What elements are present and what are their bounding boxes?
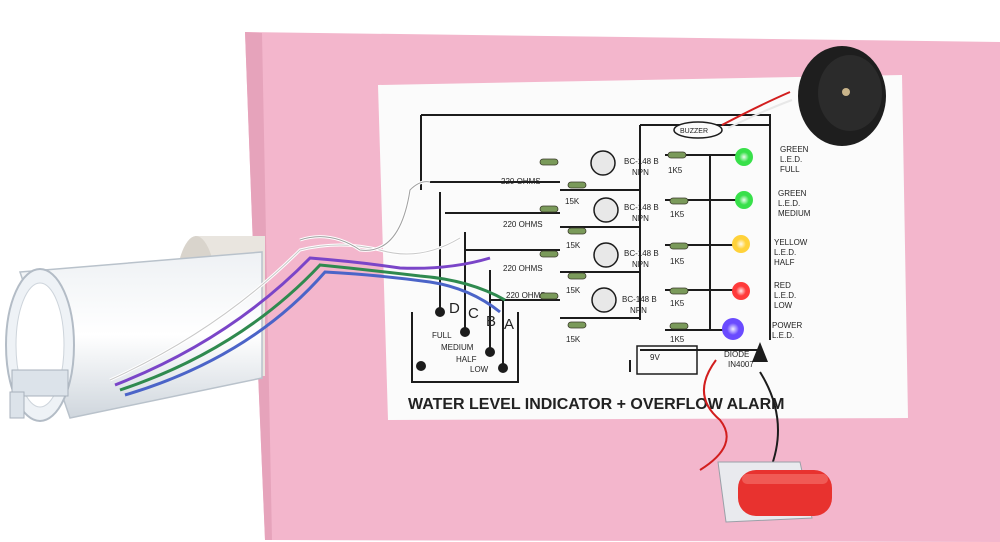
level-label-medium: MEDIUM [441,343,474,352]
transistor-part-3: BC-148 B [624,249,659,258]
level-label-full: FULL [432,331,452,340]
probe-label-a: A [504,316,514,333]
diode-symbol [752,342,768,362]
leds [722,148,753,340]
transistor-type-4: NPN [630,306,647,315]
led-label-4-line2: L.E.D. [774,291,796,300]
schematic-paper: D C B A FULL MEDIUM HALF LOW 220 OHMS 22… [378,75,908,420]
battery-red-wire [699,359,728,471]
led-label-5-line1: POWER [772,321,802,330]
battery-device [717,461,832,523]
level-label-half: HALF [456,355,477,364]
diode-part-label: IN4007 [728,360,754,369]
transistors [590,150,619,313]
led-label-4-line3: LOW [774,301,793,310]
resistor-15k-label-1: 15K [565,197,580,206]
resistor-15k-label-3: 15K [566,286,581,295]
resistors [539,151,689,330]
led-label-5-line2: L.E.D. [772,331,794,340]
transistor-part-1: BC-148 B [624,157,659,166]
resistor-1k5-label-4: 1K5 [670,299,685,308]
resistor-220-label-1: 220 OHMS [501,177,541,186]
transistor-part-4: BC-148 B [622,295,657,304]
probe-label-c: C [468,305,479,322]
transistor-type-1: NPN [632,168,649,177]
transistor-type-3: NPN [632,260,649,269]
led-label-3-line3: HALF [774,258,795,267]
resistor-1k5-label-3: 1K5 [670,257,685,266]
buzzer-symbol [673,121,723,139]
resistor-15k-label-2: 15K [566,241,581,250]
transistor-type-2: NPN [632,214,649,223]
resistor-1k5-label-1: 1K5 [668,166,683,175]
battery-label: 9V [650,353,660,362]
led-label-1-line2: L.E.D. [780,155,802,164]
resistor-220-label-3: 220 OHMS [503,264,543,273]
resistor-1k5-label-5: 1K5 [670,335,685,344]
battery-black-wire [759,371,779,471]
schematic-title: WATER LEVEL INDICATOR + OVERFLOW ALARM [408,396,784,413]
led-label-2-line1: GREEN [778,189,807,198]
led-label-1-line1: GREEN [780,145,809,154]
resistor-1k5-label-2: 1K5 [670,210,685,219]
led-label-2-line3: MEDIUM [778,209,811,218]
probe-wires [109,180,506,397]
probe-label-b: B [486,313,496,330]
battery-symbol [636,345,698,375]
led-label-3-line2: L.E.D. [774,248,796,257]
transistor-part-2: BC-148 B [624,203,659,212]
probe-label-d: D [449,300,460,317]
resistor-15k-label-4: 15K [566,335,581,344]
resistor-220-label-2: 220 OHMS [503,220,543,229]
led-label-1-line3: FULL [780,165,800,174]
sensor-tube [5,251,263,422]
buzzer-label: BUZZER [680,128,708,135]
resistor-220-label-4: 220 OHMS [506,291,546,300]
level-label-low: LOW [470,365,489,374]
led-label-2-line2: L.E.D. [778,199,800,208]
led-label-3-line1: YELLOW [774,238,808,247]
led-label-4-line1: RED [774,281,791,290]
diode-label: DIODE [724,350,749,359]
buzzer-device [721,46,886,146]
